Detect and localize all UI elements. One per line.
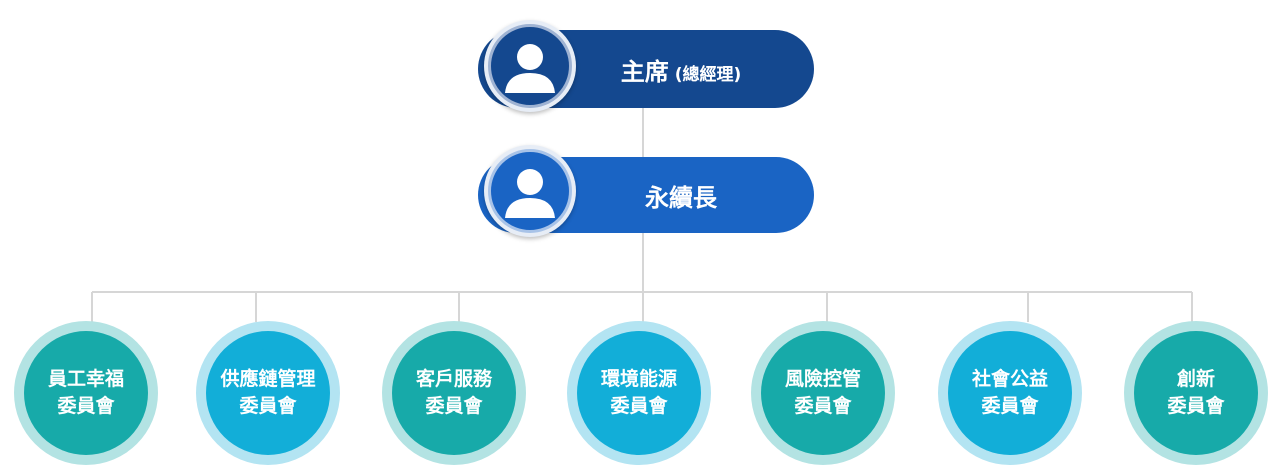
committee-line2: 委員會: [1167, 395, 1225, 417]
chairman-subtitle: (總經理): [674, 64, 742, 85]
person-icon: [505, 169, 555, 218]
committee-line1: 社會公益: [971, 368, 1048, 390]
sustainability-avatar: [484, 145, 576, 237]
committee-line1: 客戶服務: [415, 368, 492, 390]
committee-innovation: 創新 委員會: [1124, 321, 1268, 465]
chairman-label: 主席 (總經理): [621, 52, 742, 87]
committee-line1: 環境能源: [600, 368, 677, 390]
person-icon: [505, 44, 555, 93]
committee-line1: 風險控管: [784, 368, 861, 390]
committee-environment-energy: 環境能源 委員會: [567, 321, 711, 465]
committee-customer-service: 客戶服務 委員會: [382, 321, 526, 465]
committee-line2: 委員會: [239, 395, 297, 417]
committee-line2: 委員會: [425, 395, 483, 417]
committee-supply-chain: 供應鏈管理 委員會: [196, 321, 340, 465]
committee-risk-control: 風險控管 委員會: [751, 321, 895, 465]
committee-employee-wellbeing: 員工幸福 委員會: [14, 321, 158, 465]
chairman-title: 主席: [620, 57, 669, 86]
committee-line2: 委員會: [981, 395, 1039, 417]
committee-social-welfare: 社會公益 委員會: [938, 321, 1082, 465]
sustainability-title: 永續長: [645, 183, 717, 212]
chairman-avatar: [484, 20, 576, 112]
committee-line1: 創新: [1176, 368, 1215, 390]
committee-line2: 委員會: [794, 395, 852, 417]
committee-line1: 員工幸福: [47, 368, 124, 390]
sustainability-label: 永續長: [645, 178, 717, 213]
committee-line2: 委員會: [610, 395, 668, 417]
committee-line1: 供應鏈管理: [220, 368, 316, 390]
committee-line2: 委員會: [57, 395, 115, 417]
